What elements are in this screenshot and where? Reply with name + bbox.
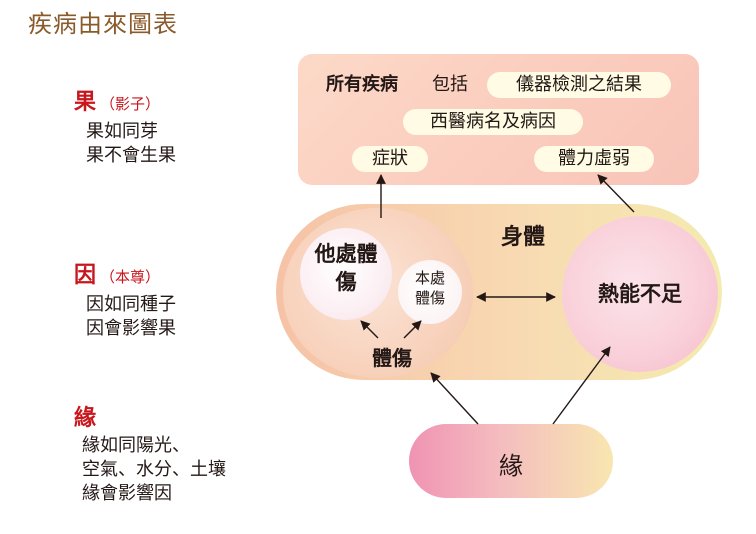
symptoms-pill: 症狀 [352,146,428,172]
body-label: 身體 [500,225,545,250]
exam-results-pill: 儀器檢測之結果 [487,72,671,98]
arrow-condition-to-injury [430,372,479,425]
insufficient-heat-label: 熱能不足 [598,282,682,306]
legend-fruit-line: 果不會生果 [86,145,176,166]
self-injury-circle [398,260,462,324]
arrow-injury-to-other [360,320,379,339]
condition-node [409,424,613,498]
arrow-injury-to-self [403,320,422,339]
legend-condition-line: 緣會影響因 [82,483,172,504]
effects-box: 所有疾病 包括 儀器檢測之結果 西醫病名及病因 症狀 體力虛弱 [298,54,699,185]
legend-condition-head: 緣 [74,406,97,431]
include-label: 包括 [432,74,468,95]
self-injury-label: 本處體傷 [414,269,445,307]
legend-fruit-head: 果 [74,90,97,115]
page-title: 疾病由來圖表 [28,10,178,38]
condition-node-label: 緣 [499,452,523,480]
all-diseases-label: 所有疾病 [326,74,398,95]
legend-condition-line: 緣如同陽光、 [82,435,190,456]
legend-fruit: 果（影子） 果如同芽 果不會生果 [74,84,176,168]
injury-label: 體傷 [372,346,412,370]
legend-cause-line: 因會影響果 [86,318,176,339]
arrow-condition-to-heat [552,346,611,425]
other-injury-label: 他處體傷 [314,242,378,294]
heat-circle [562,216,718,372]
legend-cause: 因（本尊） 因如同種子 因會影響果 [74,257,176,341]
legend-condition-line: 空氣、水分、土壤 [82,459,226,480]
other-injury-circle [300,228,392,320]
legend-fruit-line: 果如同芽 [86,121,158,142]
legend-cause-head: 因 [74,263,97,288]
legend-cause-line: 因如同種子 [86,294,176,315]
legend-condition: 緣 緣如同陽光、 空氣、水分、土壤 緣會影響因 [74,400,226,506]
disease-names-pill: 西醫病名及病因 [403,109,583,135]
legend-fruit-sub: （影子） [100,95,161,113]
weakness-pill: 體力虛弱 [534,146,654,172]
legend-cause-sub: （本尊） [100,268,161,286]
arrow-heat-to-weakness [597,174,635,213]
